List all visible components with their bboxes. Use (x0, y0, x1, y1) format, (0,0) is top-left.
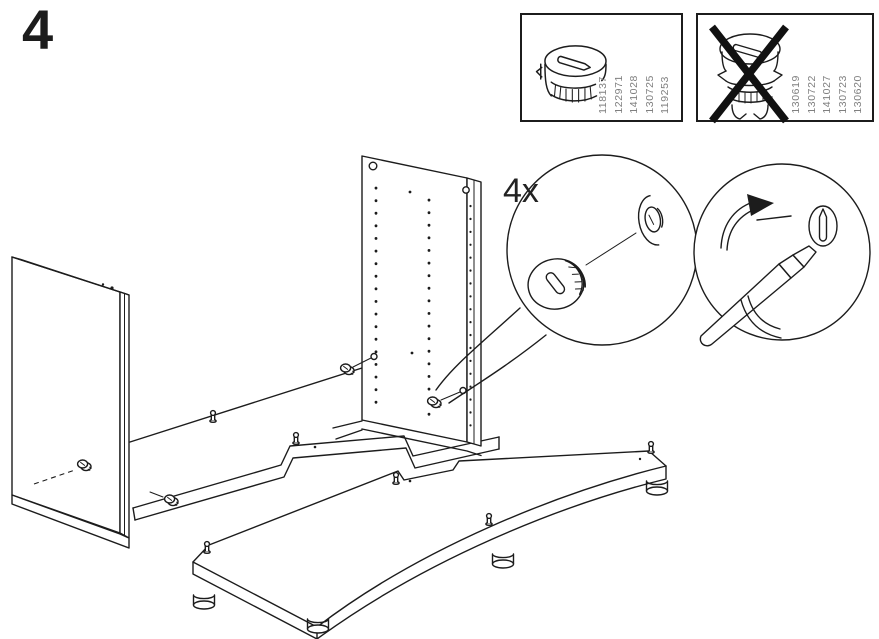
zoom-cone (435, 307, 547, 404)
magnifier-insert-cam (506, 154, 698, 346)
quantity-label: 4x (503, 172, 539, 210)
screwdriver-icon (699, 245, 817, 347)
part-number-list: 130619 130722 141027 130723 130620 (790, 75, 864, 114)
part-number: 119253 (659, 76, 671, 114)
dowel-peg (292, 431, 300, 445)
part-number: 130620 (852, 75, 864, 114)
dowel-peg (647, 440, 655, 454)
part-number: 141027 (821, 75, 833, 114)
left-side-panel (11, 256, 130, 549)
cross-out-icon (709, 24, 789, 124)
part-number-list: 118137 122971 141028 130725 119253 (597, 75, 671, 114)
cam-lock-icon (339, 363, 355, 376)
cam-position-dashed-line (33, 469, 76, 485)
part-number: 130725 (643, 75, 656, 114)
part-number: 141028 (628, 75, 640, 114)
cam-slot-icon (808, 205, 838, 247)
cam-lock-large-icon (527, 258, 586, 310)
dowel-peg (392, 471, 400, 485)
part-number: 130723 (836, 75, 849, 114)
part-number: 130619 (790, 75, 802, 114)
dowel-peg (203, 540, 211, 554)
step-number: 4 (22, 0, 54, 61)
pointer-line (585, 232, 637, 266)
magnifier-tighten-cam (693, 163, 871, 347)
hardware-box-correct: 118137 122971 141028 130725 119253 (520, 13, 683, 122)
top-panel (129, 367, 500, 521)
part-number: 118137 (597, 76, 609, 114)
cam-lock-wrong-icon (709, 24, 789, 124)
cam-lock-icon (535, 45, 607, 103)
rotation-arrow-icon (720, 194, 792, 339)
dowel-peg (485, 512, 493, 526)
foot (645, 480, 669, 496)
hardware-box-wrong: 130619 130722 141027 130723 130620 (696, 13, 874, 124)
bottom-panel (192, 440, 669, 639)
foot (192, 594, 216, 610)
cam-lock-icon (163, 494, 179, 507)
part-number: 130722 (805, 75, 818, 114)
divider-panel (332, 155, 482, 457)
foot (491, 553, 515, 569)
part-number: 122971 (612, 75, 625, 114)
dowel-peg (209, 409, 217, 423)
panel-hole-icon (637, 194, 664, 246)
